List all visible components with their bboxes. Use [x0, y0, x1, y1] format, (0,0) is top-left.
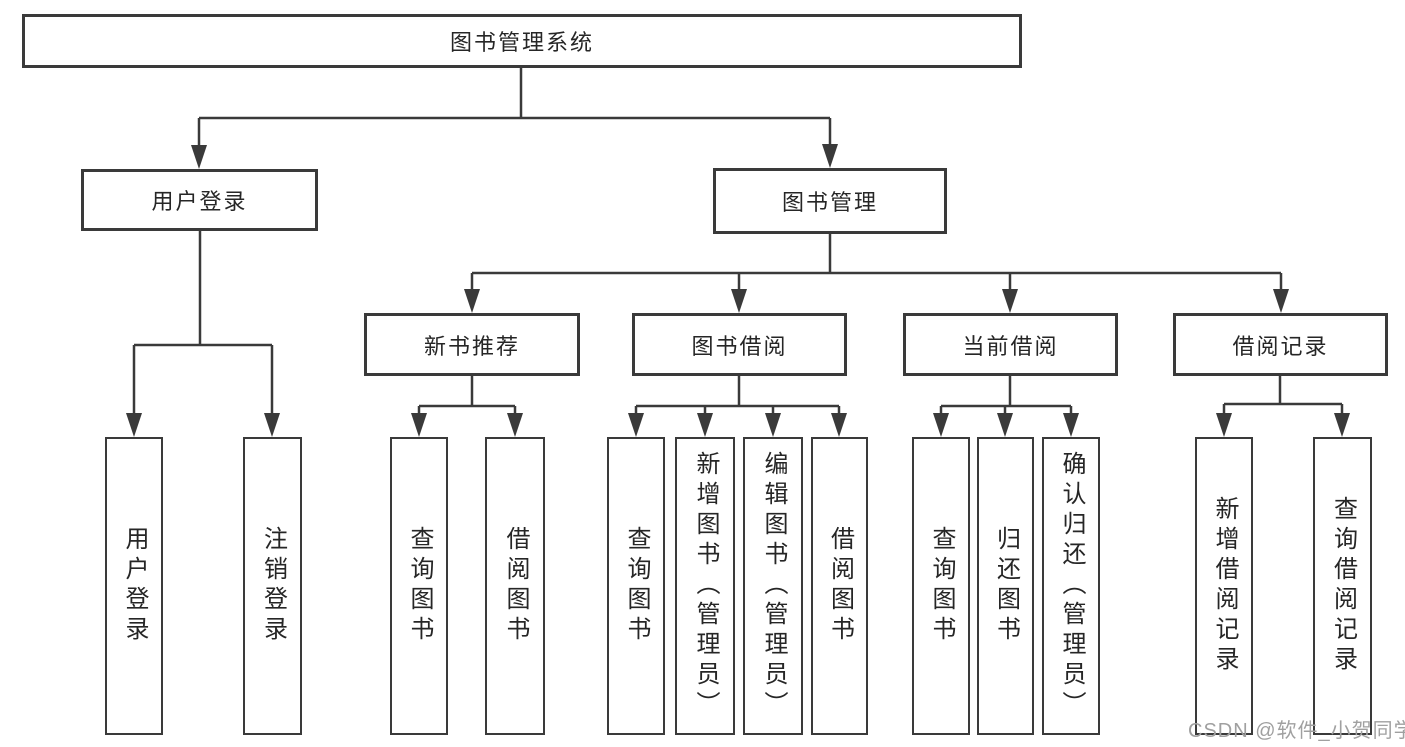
- node-label: 用户登录: [151, 189, 248, 214]
- node-label: 当前借阅: [962, 333, 1059, 359]
- leaf-label: 查询图书: [928, 526, 955, 646]
- leaf-label: 查询借阅记录: [1329, 496, 1357, 676]
- leaf-query-borrow-record: 查询借阅记录: [1313, 437, 1372, 735]
- leaf-borrow-books: 借阅图书: [811, 437, 868, 735]
- leaf-edit-book-admin: 编辑图书（管理员）: [743, 437, 803, 735]
- node-user-login: 用户登录: [81, 169, 318, 231]
- csdn-watermark: CSDN @软件_小贺同学: [1188, 720, 1405, 742]
- leaf-label: 查询图书: [623, 526, 650, 646]
- leaf-add-borrow-record: 新增借阅记录: [1195, 437, 1253, 735]
- leaf-label: 用户登录: [121, 526, 148, 646]
- node-current-borrowing: 当前借阅: [903, 313, 1118, 376]
- leaf-label: 新增借阅记录: [1211, 496, 1238, 676]
- leaf-user-login: 用户登录: [105, 437, 163, 735]
- node-label: 借阅记录: [1232, 333, 1329, 359]
- leaf-add-book-admin: 新增图书（管理员）: [675, 437, 735, 735]
- node-label: 图书管理: [781, 190, 878, 215]
- leaf-confirm-return-admin: 确认归还（管理员）: [1042, 437, 1100, 735]
- leaf-return-book: 归还图书: [977, 437, 1034, 735]
- node-book-management: 图书管理: [713, 168, 947, 234]
- node-label: 新书推荐: [423, 333, 520, 359]
- node-book-borrowing: 图书借阅: [632, 313, 847, 376]
- leaf-label: 新增图书（管理员）: [692, 451, 719, 721]
- leaf-label: 注销登录: [259, 526, 287, 646]
- leaf-borrow-books-recommend: 借阅图书: [485, 437, 545, 735]
- leaf-label: 查询图书: [406, 526, 433, 646]
- node-new-book-recommendation: 新书推荐: [364, 313, 580, 376]
- leaf-label: 编辑图书（管理员）: [760, 451, 787, 721]
- leaf-label: 归还图书: [992, 526, 1020, 646]
- leaf-label: 借阅图书: [502, 526, 529, 646]
- node-library-management-system: 图书管理系统: [22, 14, 1022, 68]
- leaf-label: 借阅图书: [826, 526, 854, 646]
- node-label: 图书借阅: [691, 333, 788, 359]
- leaf-query-books-borrow: 查询图书: [607, 437, 665, 735]
- leaf-query-books-current: 查询图书: [912, 437, 970, 735]
- leaf-label: 确认归还（管理员）: [1058, 451, 1085, 721]
- node-label: 图书管理系统: [449, 30, 594, 55]
- node-borrowing-records: 借阅记录: [1173, 313, 1388, 376]
- leaf-logout: 注销登录: [243, 437, 302, 735]
- leaf-query-books-recommend: 查询图书: [390, 437, 448, 735]
